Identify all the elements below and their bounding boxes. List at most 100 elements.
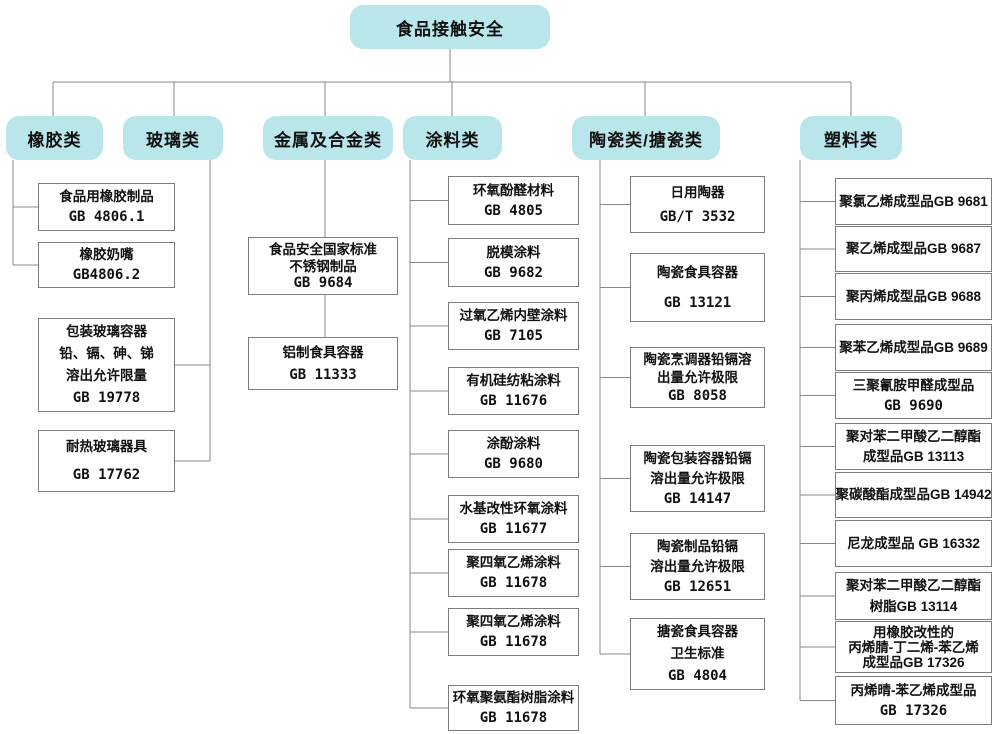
category-metal: 金属及合金类 xyxy=(263,116,393,160)
standard-box-coating-0: 环氧酚醛材料 GB 4805 xyxy=(448,176,579,225)
standard-line: GB 4806.1 xyxy=(68,209,145,225)
standard-line: 出量允许极限 xyxy=(657,369,738,385)
standard-line: 陶瓷制品铅镉 xyxy=(657,538,738,554)
standard-line: GB 11678 xyxy=(479,575,548,591)
standard-line: 聚四氧乙烯涂料 xyxy=(466,555,561,570)
category-ceramic: 陶瓷类/搪瓷类 xyxy=(572,116,720,160)
standard-line: GB 11333 xyxy=(289,366,357,383)
standard-line: 日用陶器 xyxy=(670,184,725,200)
standard-line: GB4806.2 xyxy=(72,267,141,283)
standard-line: GB 11677 xyxy=(479,521,548,537)
standard-line: 脱模涂料 xyxy=(486,244,541,260)
standard-line: 铝制食具容器 xyxy=(282,344,364,360)
standard-line: 耐热玻璃器具 xyxy=(66,439,147,454)
standard-line: GB 8058 xyxy=(667,387,727,404)
standard-box-glass-0: 包装玻璃容器铅、镉、砷、锑溶出允许限量 GB 19778 xyxy=(38,318,175,412)
standard-line: 有机硅纺粘涂料 xyxy=(466,373,561,388)
standard-line: 食品用橡胶制品 xyxy=(59,189,154,204)
standard-box-plastic-4: 三聚氰胺甲醛成型品 GB 9690 xyxy=(835,372,992,419)
standard-box-coating-3: 有机硅纺粘涂料 GB 11676 xyxy=(448,367,579,415)
standard-line: 搪瓷食具容器 xyxy=(657,624,738,639)
standard-line: 食品安全国家标准 xyxy=(269,241,377,257)
standard-line: GB 19778 xyxy=(72,390,141,406)
standard-line: 成型品GB 13113 xyxy=(862,448,965,464)
standard-line: 聚苯乙烯成型品GB 9689 xyxy=(839,339,988,355)
category-plastic: 塑料类 xyxy=(800,116,902,160)
standard-box-ceramic-3: 陶瓷包装容器铅镉溶出量允许极限 GB 14147 xyxy=(630,445,765,512)
standard-line: 溶出量允许极限 xyxy=(650,558,745,574)
standard-box-ceramic-1: 陶瓷食具容器 GB 13121 xyxy=(630,253,765,322)
standard-line: 尼龙成型品 GB 16332 xyxy=(847,535,980,551)
standard-line: GB 9680 xyxy=(483,456,543,472)
standard-line: GB 14147 xyxy=(663,490,732,507)
standard-box-ceramic-4: 陶瓷制品铅镉溶出量允许极限 GB 12651 xyxy=(630,533,765,600)
standard-box-rubber-1: 橡胶奶嘴 GB4806.2 xyxy=(38,242,175,288)
standard-box-coating-7: 聚四氧乙烯涂料 GB 11678 xyxy=(448,608,579,656)
root-node: 食品接触安全 xyxy=(350,5,550,49)
standard-line: 环氧聚氨酯树脂涂料 xyxy=(452,690,575,705)
standard-line: 过氧乙烯内壁涂料 xyxy=(459,308,568,323)
standard-line: 三聚氰胺甲醛成型品 xyxy=(852,377,975,393)
standard-line: 橡胶奶嘴 xyxy=(79,247,134,262)
standard-line: 丙烯晴-苯乙烯成型品 xyxy=(850,682,977,698)
standard-line: 涂酚涂料 xyxy=(486,436,541,451)
standard-line: GB 9690 xyxy=(883,397,943,414)
standard-box-plastic-0: 聚氯乙烯成型品GB 9681 xyxy=(835,178,992,225)
standard-box-rubber-0: 食品用橡胶制品 GB 4806.1 xyxy=(38,183,175,231)
standard-line: 陶瓷包装容器铅镉 xyxy=(643,450,752,466)
standard-box-plastic-1: 聚乙烯成型品GB 9687 xyxy=(835,226,992,272)
standard-line: 环氧酚醛材料 xyxy=(473,182,554,198)
standard-box-plastic-7: 尼龙成型品 GB 16332 xyxy=(835,520,992,567)
standard-box-glass-1: 耐热玻璃器具 GB 17762 xyxy=(38,430,175,492)
standard-line: 聚碳酸酯成型品GB 14942 xyxy=(835,487,992,502)
standard-line: 聚氯乙烯成型品GB 9681 xyxy=(839,193,988,209)
standard-line: 溶出允许限量 xyxy=(66,368,147,383)
standard-line: 成型品GB 17326 xyxy=(862,654,965,670)
standard-line: 溶出量允许极限 xyxy=(650,470,745,486)
standard-line: 丙烯腈-丁二烯-苯乙烯 xyxy=(848,639,979,655)
standard-line: 铅、镉、砷、锑 xyxy=(59,346,154,361)
standard-box-plastic-5: 聚对苯二甲酸乙二醇酯成型品GB 13113 xyxy=(835,423,992,470)
standard-line: GB 7105 xyxy=(483,328,543,344)
standard-line: 陶瓷食具容器 xyxy=(657,264,738,280)
standard-line: 水基改性环氧涂料 xyxy=(459,501,568,516)
standard-line: GB 17762 xyxy=(72,467,141,483)
standard-line: 聚对苯二甲酸乙二醇酯 xyxy=(846,428,981,444)
standard-line: 树脂GB 13114 xyxy=(869,599,958,614)
standard-line: GB 12651 xyxy=(663,578,732,595)
standard-line: 聚乙烯成型品GB 9687 xyxy=(845,241,982,256)
standard-line: 聚对苯二甲酸乙二醇酯 xyxy=(846,578,981,593)
standard-box-plastic-6: 聚碳酸酯成型品GB 14942 xyxy=(835,472,992,518)
standard-line: 包装玻璃容器 xyxy=(66,324,147,339)
standard-box-coating-2: 过氧乙烯内壁涂料 GB 7105 xyxy=(448,302,579,350)
standard-line: GB 11676 xyxy=(479,393,548,409)
standard-line: GB 4805 xyxy=(483,202,543,219)
standard-box-coating-5: 水基改性环氧涂料 GB 11677 xyxy=(448,495,579,543)
standard-line: GB/T 3532 xyxy=(659,208,736,225)
standard-box-plastic-10: 丙烯晴-苯乙烯成型品 GB 17326 xyxy=(835,676,992,725)
standard-line: 聚四氧乙烯涂料 xyxy=(466,614,561,629)
standard-box-plastic-2: 聚丙烯成型品GB 9688 xyxy=(835,273,992,320)
standard-line: 聚丙烯成型品GB 9688 xyxy=(845,288,982,304)
standard-line: 不锈钢制品 xyxy=(289,258,357,274)
standard-box-coating-1: 脱模涂料 GB 9682 xyxy=(448,238,579,287)
standard-line: GB 11678 xyxy=(479,634,548,650)
standard-line: GB 4804 xyxy=(667,668,727,684)
standard-line: GB 11678 xyxy=(479,710,548,726)
standard-line: GB 9682 xyxy=(483,264,543,281)
standard-box-plastic-8: 聚对苯二甲酸乙二醇酯树脂GB 13114 xyxy=(835,572,992,620)
standard-box-coating-6: 聚四氧乙烯涂料 GB 11678 xyxy=(448,549,579,597)
standard-box-metal-1: 铝制食具容器 GB 11333 xyxy=(248,337,398,390)
standard-box-plastic-3: 聚苯乙烯成型品GB 9689 xyxy=(835,324,992,371)
category-rubber: 橡胶类 xyxy=(6,116,103,160)
standard-line: GB 13121 xyxy=(663,294,732,311)
standard-box-coating-8: 环氧聚氨酯树脂涂料 GB 11678 xyxy=(448,685,579,731)
standard-box-ceramic-0: 日用陶器 GB/T 3532 xyxy=(630,176,765,233)
standard-box-coating-4: 涂酚涂料 GB 9680 xyxy=(448,430,579,478)
standard-line: GB 17326 xyxy=(879,702,948,719)
